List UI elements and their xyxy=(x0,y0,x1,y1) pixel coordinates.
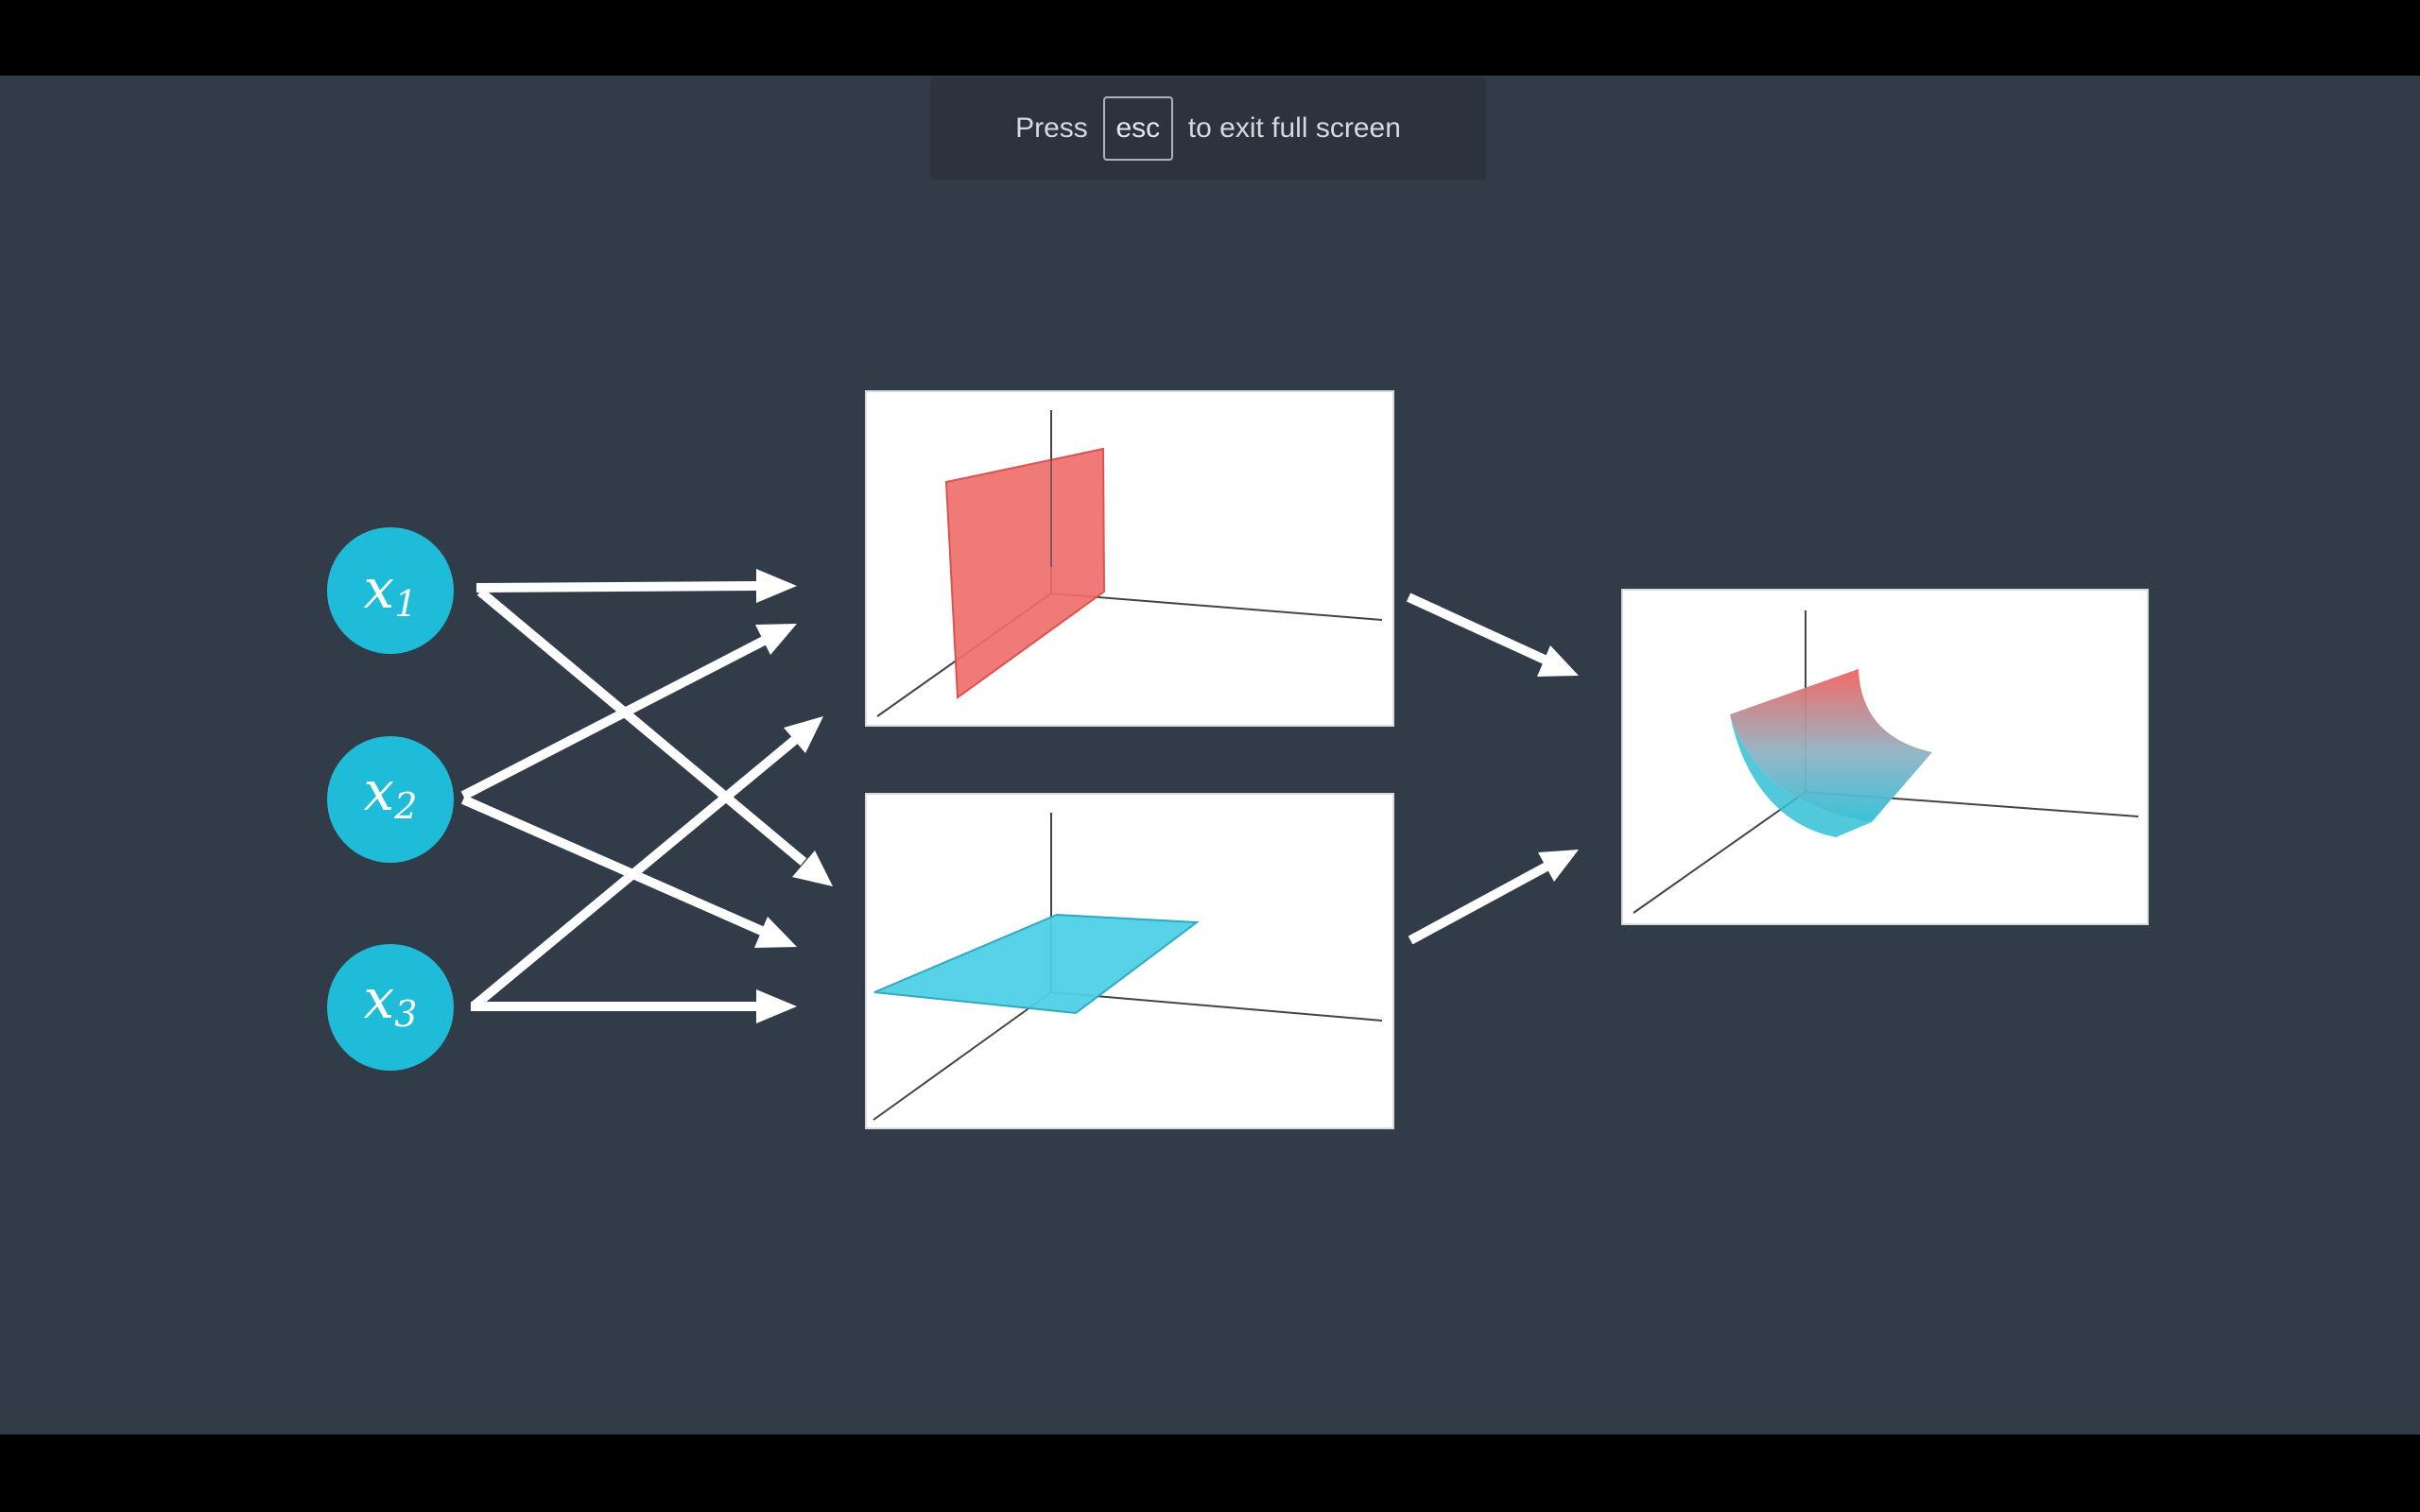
node-label-x1: x1 xyxy=(364,557,418,624)
fullscreen-notice-suffix: to exit full screen xyxy=(1187,112,1401,144)
blue-plane xyxy=(873,913,1200,1015)
node-label-x2: x2 xyxy=(364,759,418,826)
arrow-bottom-to-output xyxy=(1408,850,1579,945)
arrow-x2-to-bottom xyxy=(460,795,797,948)
hidden-arrows xyxy=(1406,593,1579,945)
node-circle xyxy=(327,527,454,654)
input-node-x1: x1 xyxy=(327,527,454,654)
letterbox-bottom xyxy=(0,1435,2420,1512)
input-node-x3: x3 xyxy=(327,944,454,1071)
panel-background xyxy=(865,390,1394,727)
esc-key-badge: esc xyxy=(1102,96,1173,161)
arrow-x1-to-bottom xyxy=(476,588,833,886)
letterbox-top xyxy=(0,0,2420,76)
output-surface-edge xyxy=(1730,714,1872,837)
input-arrows xyxy=(460,569,833,1023)
input-node-x2: x2 xyxy=(327,736,454,863)
arrow-top-to-output xyxy=(1406,593,1579,677)
arrow-x3-to-bottom xyxy=(471,989,797,1023)
fullscreen-notice-prefix: Press xyxy=(1015,112,1088,144)
node-label-x3: x3 xyxy=(364,967,418,1034)
output-panel xyxy=(1621,589,2149,925)
hidden-panel-top xyxy=(865,390,1394,727)
arrow-x2-to-top xyxy=(460,624,797,800)
hidden-panel-bottom xyxy=(865,793,1394,1129)
fullscreen-notice: Press esc to exit full screen xyxy=(930,77,1486,180)
arrow-x3-to-top xyxy=(471,716,823,1009)
output-surface xyxy=(1730,669,1932,822)
node-circle xyxy=(327,736,454,863)
node-circle xyxy=(327,944,454,1071)
arrow-x1-to-top xyxy=(475,569,797,603)
